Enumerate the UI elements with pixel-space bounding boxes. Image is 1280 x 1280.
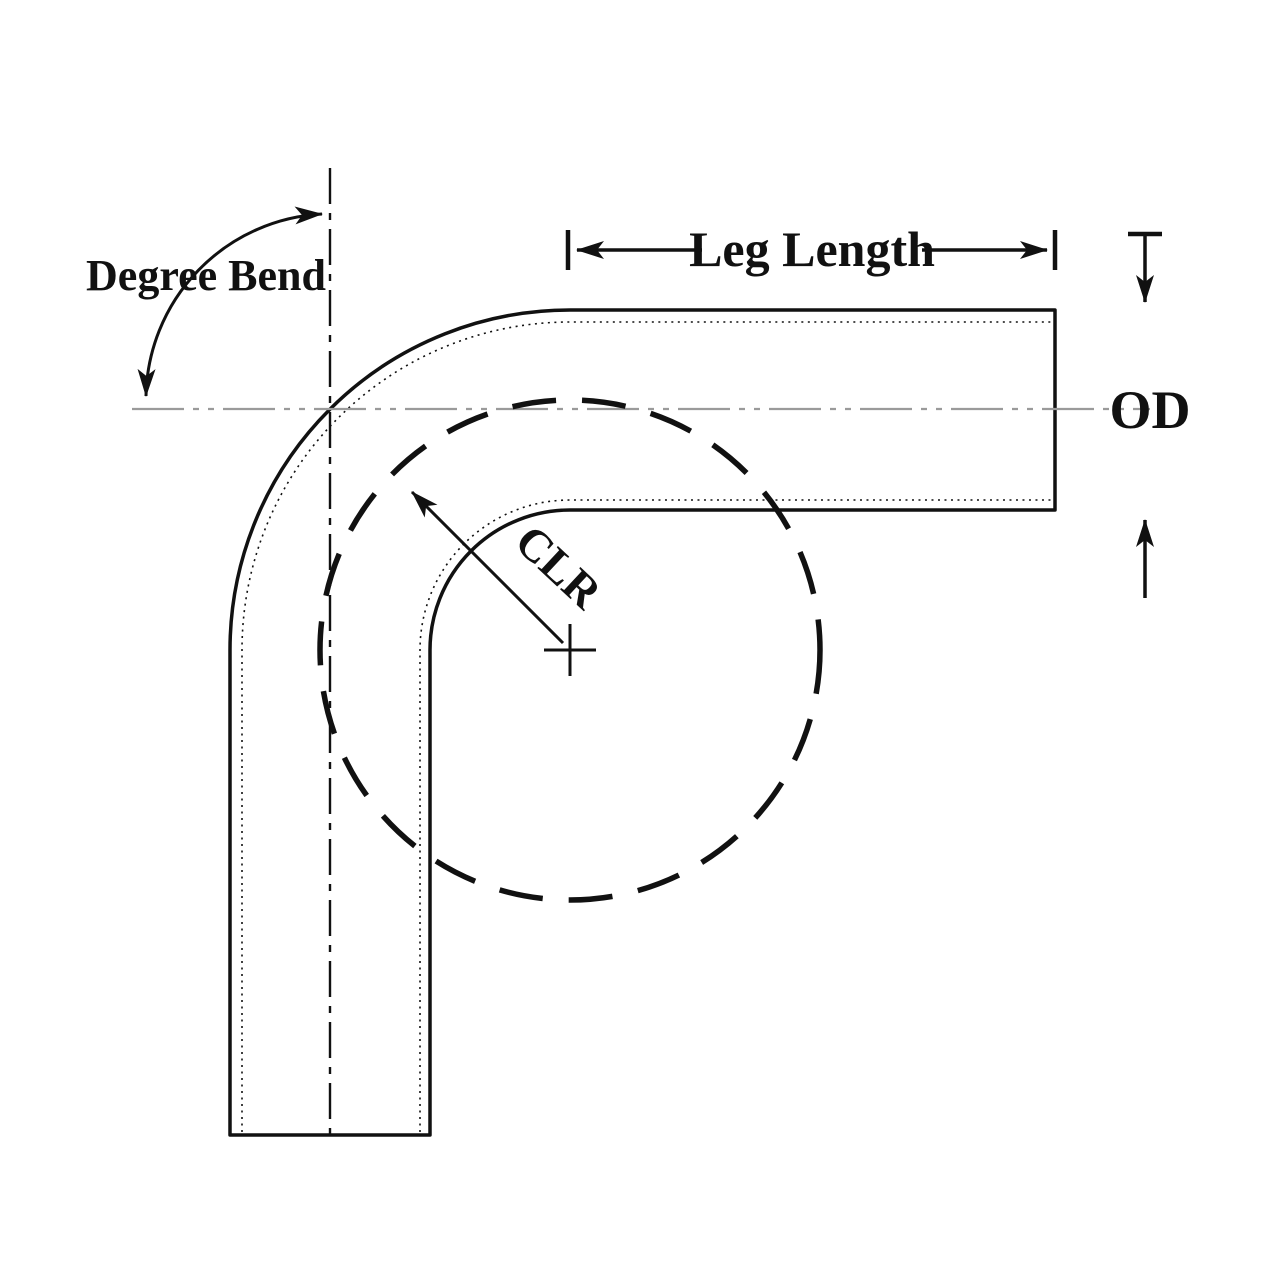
clr-arrow: [410, 490, 565, 645]
degree-bend-label: Degree Bend: [86, 251, 326, 300]
leg-length-dimension: Leg Length: [565, 221, 1058, 277]
bend-radius-circle: [317, 397, 823, 903]
leg-length-label: Leg Length: [689, 221, 935, 277]
od-dimension: OD: [1110, 231, 1191, 598]
bend-center-cross: [544, 624, 596, 676]
tube-outline: [228, 308, 1057, 1137]
degree-bend-arc: [137, 206, 323, 397]
tube-wall-outer-dotted: [241, 321, 1052, 1132]
od-label: OD: [1110, 380, 1191, 440]
